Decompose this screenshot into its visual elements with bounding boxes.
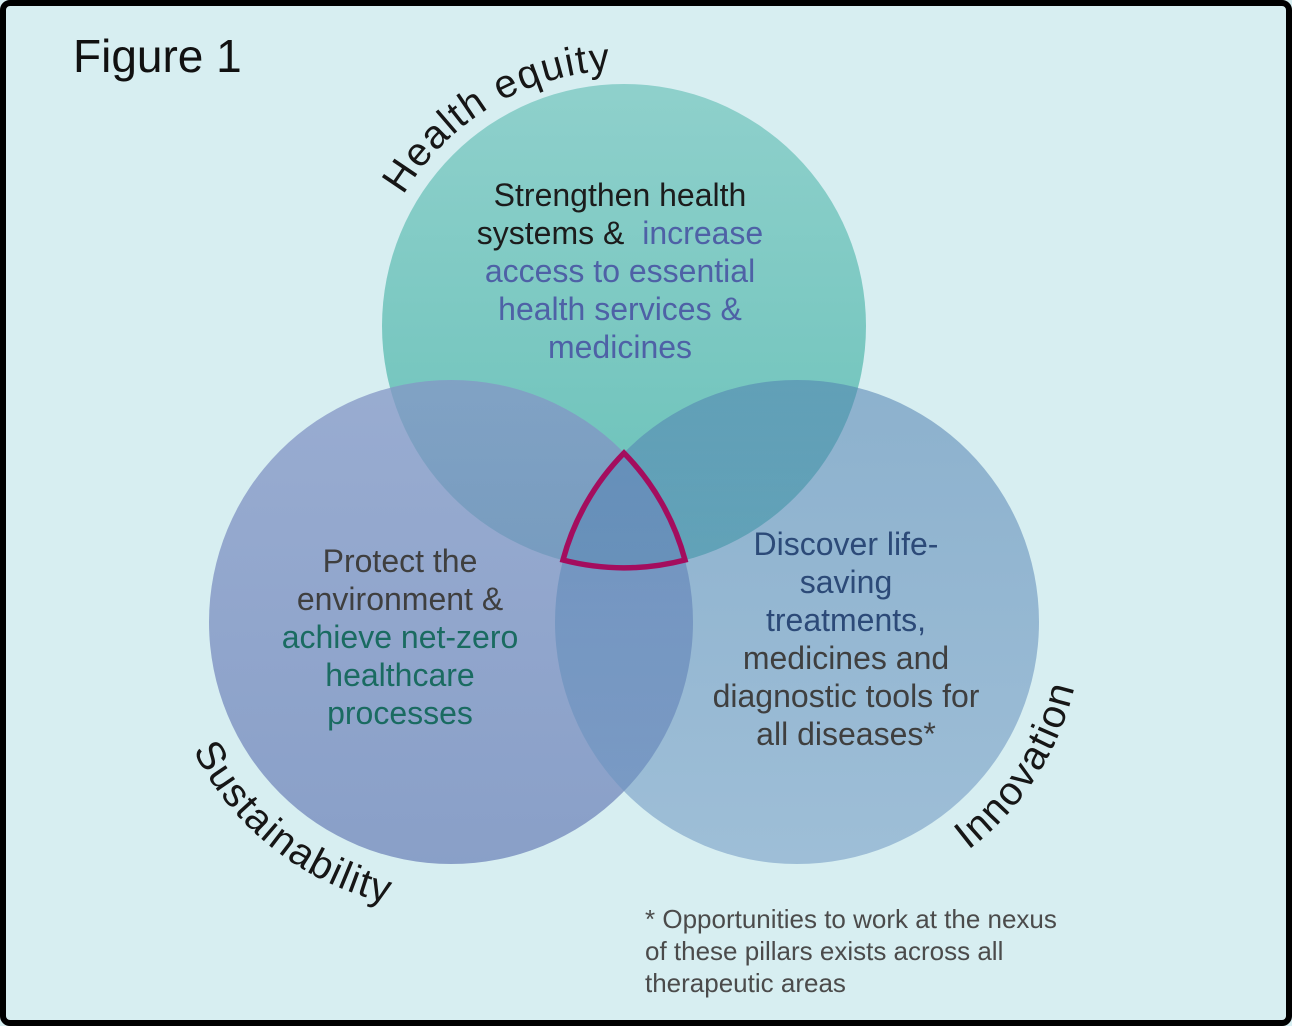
sustainability-line4: healthcare <box>325 657 474 693</box>
health-equity-line3: access to essential <box>485 253 755 289</box>
health-equity-line5: medicines <box>548 329 692 365</box>
innovation-line6: all diseases* <box>756 716 936 752</box>
sustainability-text: Protect the environment & achieve net-ze… <box>282 543 519 731</box>
footnote: * Opportunities to work at the nexus of … <box>645 904 1057 998</box>
health-equity-line2: systems & increase <box>477 215 763 251</box>
innovation-line1: Discover life- <box>754 526 939 562</box>
nexus-outline <box>559 449 689 571</box>
innovation-line5: diagnostic tools for <box>713 678 980 714</box>
innovation-line2: saving <box>800 564 893 600</box>
figure-title: Figure 1 <box>73 30 242 82</box>
sustainability-line1: Protect the <box>323 543 478 579</box>
footnote-line1: * Opportunities to work at the nexus <box>645 904 1057 934</box>
health-equity-line4: health services & <box>498 291 742 327</box>
health-equity-text: Strengthen health systems & increase acc… <box>477 177 763 365</box>
circle-sustainability <box>209 380 693 864</box>
circle-innovation <box>555 380 1039 864</box>
innovation-line4: medicines and <box>743 640 949 676</box>
sustainability-line3: achieve net-zero <box>282 619 519 655</box>
footnote-line2: of these pillars exists across all <box>645 936 1003 966</box>
sustainability-line5: processes <box>327 695 473 731</box>
footnote-line3: therapeutic areas <box>645 968 846 998</box>
innovation-text: Discover life- saving treatments, medici… <box>713 526 980 752</box>
sustainability-line2: environment & <box>297 581 503 617</box>
innovation-line3: treatments, <box>766 602 926 638</box>
health-equity-line1: Strengthen health <box>494 177 747 213</box>
